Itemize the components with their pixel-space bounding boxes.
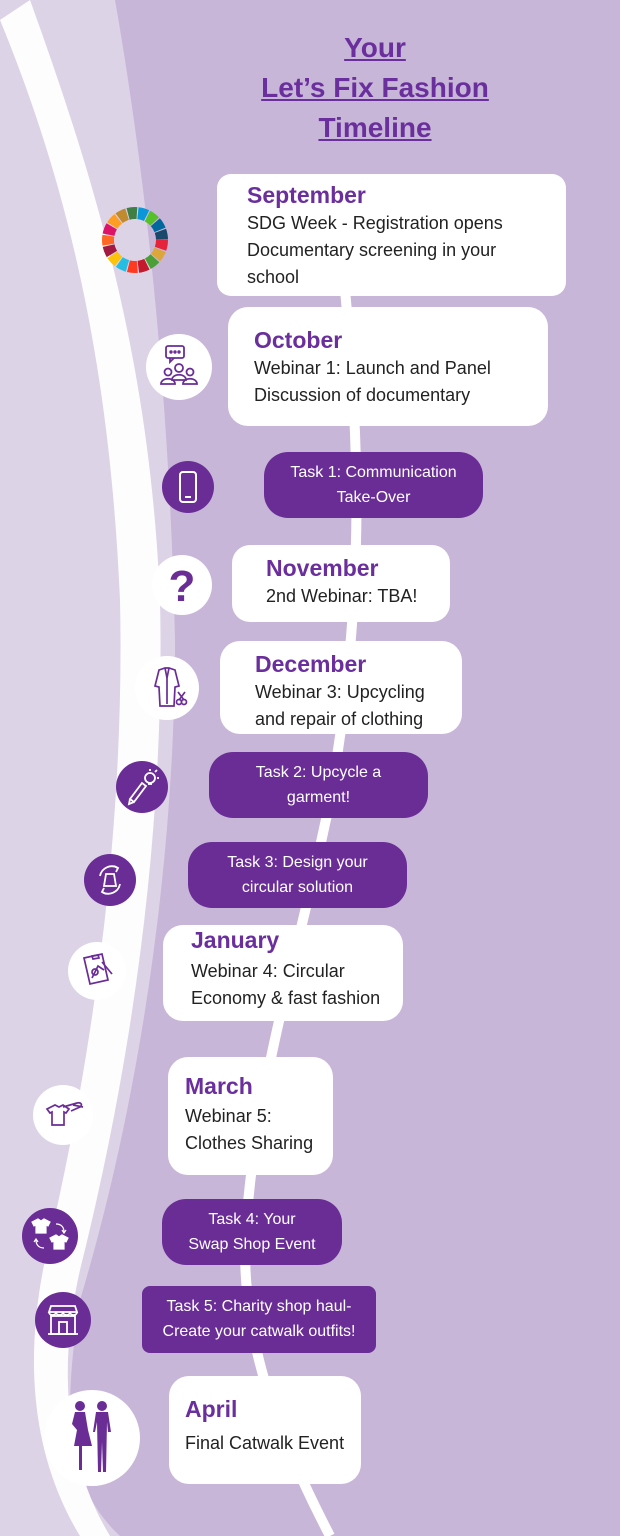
page-title: Your Let’s Fix Fashion Timeline [230, 28, 520, 148]
event-card-december: December Webinar 3: Upcycling and repair… [220, 641, 462, 734]
event-detail: Clothes Sharing [185, 1133, 314, 1153]
event-card-april: April Final Catwalk Event [169, 1376, 361, 1484]
event-card-september: September SDG Week - Registration opens … [217, 174, 566, 296]
task-text: Task 3: Design your [227, 854, 368, 871]
event-month: December [255, 651, 367, 677]
task-text: Swap Shop Event [188, 1236, 316, 1253]
task-text: Task 2: Upcycle a [255, 764, 382, 781]
event-card-november: November 2nd Webinar: TBA! [232, 545, 450, 622]
event-detail: Webinar 4: Circular [191, 961, 345, 981]
task-2-card: Task 2: Upcycle a garment! [209, 752, 428, 818]
svg-text:?: ? [169, 562, 196, 611]
title-line-1: Your [344, 32, 406, 63]
event-month: September [247, 182, 366, 208]
event-detail: SDG Week - Registration opens [247, 213, 503, 233]
hand-tshirt-icon [33, 1085, 93, 1145]
event-month: January [191, 927, 280, 953]
smartphone-icon [162, 461, 214, 513]
event-card-march: March Webinar 5: Clothes Sharing [168, 1057, 333, 1175]
event-month: April [185, 1396, 238, 1422]
event-card-october: October Webinar 1: Launch and Panel Disc… [228, 307, 548, 426]
task-text: garment! [286, 789, 351, 806]
task-text: Task 1: Communication [290, 464, 457, 481]
clipboard-design-icon [68, 942, 126, 1000]
sdg-wheel-icon [98, 203, 172, 277]
catwalk-models-icon [44, 1390, 140, 1486]
event-detail: Webinar 1: Launch and Panel [254, 358, 491, 378]
task-text: circular solution [241, 879, 354, 896]
event-detail: Documentary screening in your [247, 240, 497, 260]
event-detail: Economy & fast fashion [191, 988, 381, 1008]
title-line-2: Let’s Fix Fashion [261, 72, 489, 103]
event-month: November [266, 555, 379, 581]
event-detail: Final Catwalk Event [185, 1433, 345, 1453]
task-5-card: Task 5: Charity shop haul- Create your c… [142, 1286, 376, 1353]
task-text: Task 5: Charity shop haul- [166, 1298, 352, 1315]
tshirt-swap-icon [22, 1208, 78, 1264]
task-text: Task 4: Your [208, 1211, 296, 1228]
title-line-3: Timeline [318, 112, 432, 143]
circular-design-icon [84, 854, 136, 906]
event-detail: and repair of clothing [255, 709, 424, 729]
discussion-group-icon [146, 334, 212, 400]
task-4-card: Task 4: Your Swap Shop Event [162, 1199, 342, 1265]
event-detail: Webinar 3: Upcycling [255, 682, 425, 702]
event-detail: Discussion of documentary [254, 385, 471, 405]
task-text: Create your catwalk outfits! [162, 1323, 356, 1340]
sewing-coat-icon [135, 656, 199, 720]
event-detail: Webinar 5: [185, 1106, 272, 1126]
event-detail: school [247, 267, 300, 287]
event-month: October [254, 327, 343, 353]
task-1-card: Task 1: Communication Take-Over [264, 452, 483, 518]
task-3-card: Task 3: Design your circular solution [188, 842, 407, 908]
question-mark-icon: ? [152, 555, 212, 615]
event-month: March [185, 1073, 253, 1099]
pencil-lightbulb-icon [116, 761, 168, 813]
event-card-january: January Webinar 4: Circular Economy & fa… [163, 925, 403, 1021]
event-detail: 2nd Webinar: TBA! [266, 586, 418, 606]
task-text: Take-Over [336, 489, 411, 506]
charity-shop-icon [35, 1292, 91, 1348]
